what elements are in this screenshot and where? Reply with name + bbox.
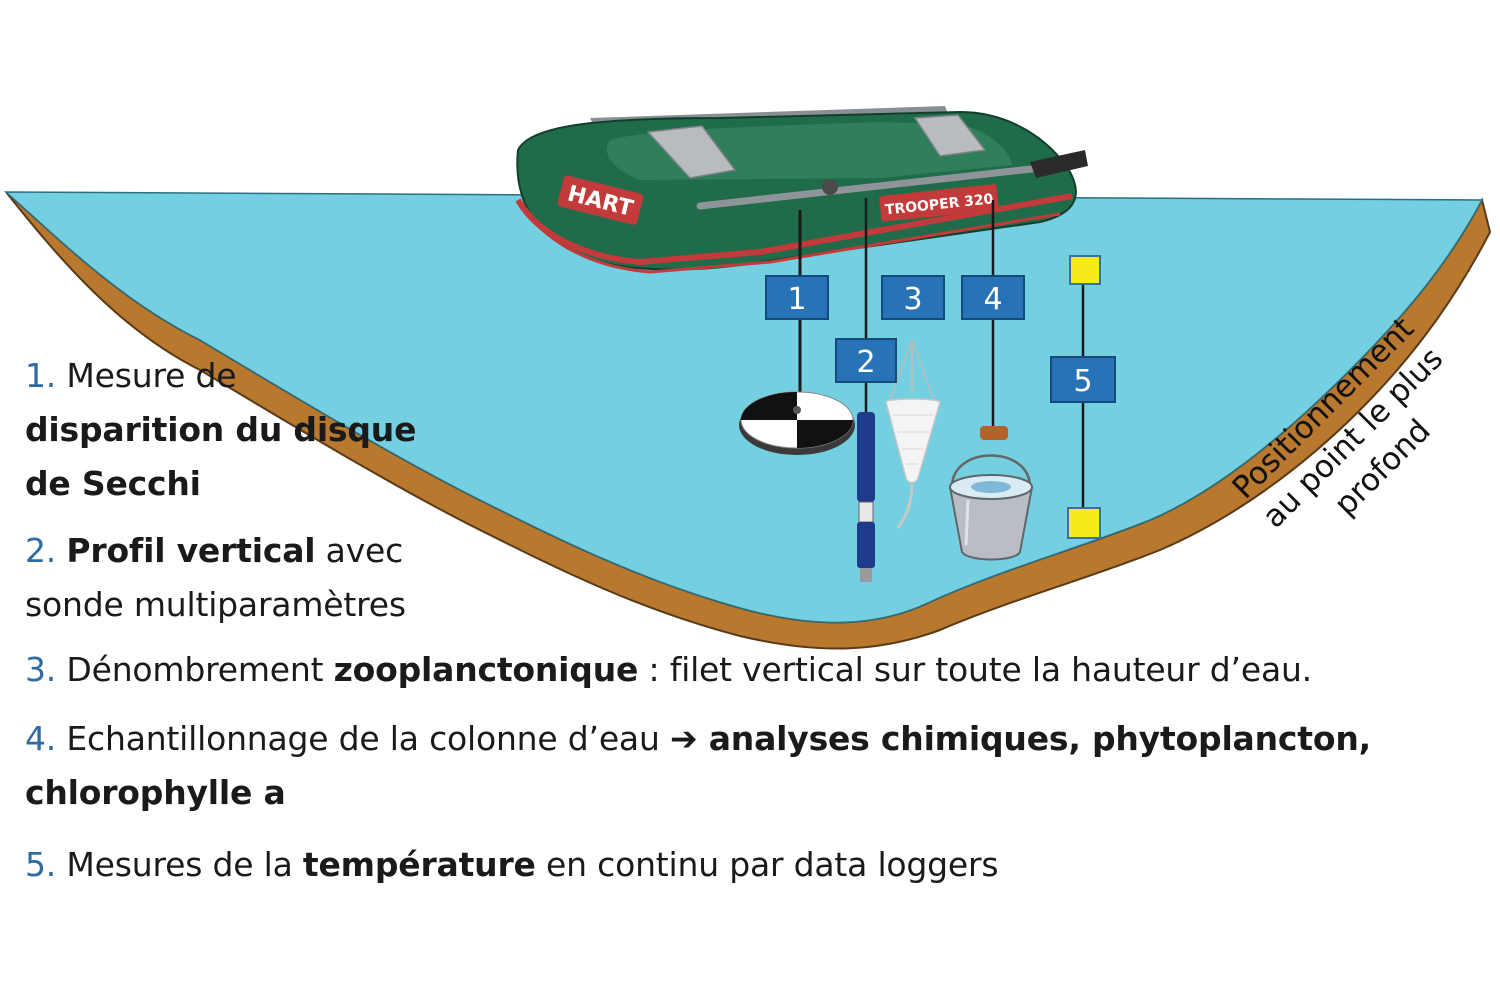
multiparameter-probe [857,198,875,582]
marker-1: 1 [765,275,829,320]
svg-text:4: 4 [983,282,1002,317]
svg-text:3: 3 [903,282,922,317]
sampling-bucket [948,200,1034,561]
marker-2: 2 [835,338,897,383]
caption-item-2: 2. Profil vertical avec sonde multiparam… [25,531,406,624]
marker-3: 3 [881,275,945,320]
caption-item-1: 1. Mesure de disparition du disque de Se… [25,356,417,503]
plankton-net [885,339,941,529]
caption-item-4: 4. Echantillonnage de la colonne d’eau ➔… [25,719,1371,812]
caption-number: 1. [25,356,57,395]
marker-5: 5 [1050,356,1116,403]
caption-item-3: 3. Dénombrement zooplanctonique : filet … [25,650,1312,689]
inflatable-boat: HART TROOPER 320 [515,106,1088,274]
svg-text:1: 1 [787,282,806,317]
data-logger-bottom [1067,507,1101,539]
svg-text:2: 2 [856,345,875,380]
marker-4: 4 [961,275,1025,320]
svg-text:5: 5 [1073,364,1092,399]
caption-item-5: 5. Mesures de la température en continu … [25,845,999,884]
caption-number: 4. [25,719,57,758]
data-logger-top [1069,255,1101,285]
lake-water [4,191,1484,624]
caption-number: 2. [25,531,57,570]
caption-number: 5. [25,845,57,884]
caption-number: 3. [25,650,57,689]
secchi-disc-device [739,210,855,455]
arrow-icon: ➔ [669,719,698,758]
